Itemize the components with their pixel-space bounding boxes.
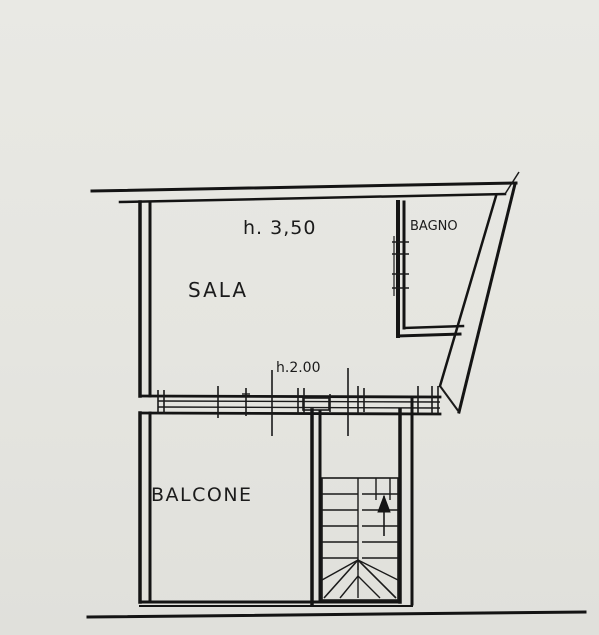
bagno-door [392,236,409,296]
top-wall [90,171,520,204]
window-wall [138,368,442,436]
right-slanted-wall [438,182,517,414]
bagno-label: BAGNO [410,219,458,234]
staircase [321,477,399,601]
bagno-walls [396,200,465,338]
balcone-height-label: h.2.00 [276,360,321,376]
balcone-label: BALCONE [151,484,253,506]
balcone-walls [138,408,322,606]
sala-label: SALA [188,278,248,302]
sala-height-label: h. 3,50 [243,217,316,239]
bottom-wall [86,605,587,619]
sala-left-wall [138,200,152,398]
stair-enclosure-walls [318,396,414,606]
